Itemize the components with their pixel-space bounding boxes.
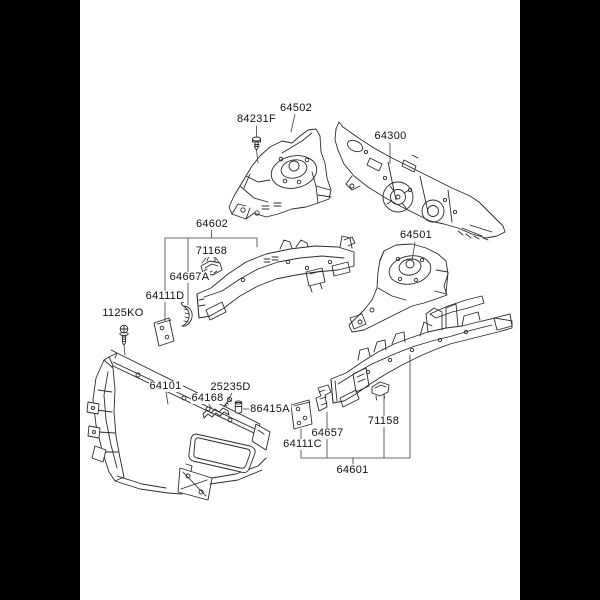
frame-rail-right-art bbox=[330, 295, 513, 408]
part-label-64657: 64657 bbox=[310, 427, 345, 439]
hook-64667A-art bbox=[180, 301, 193, 327]
part-label-64502: 64502 bbox=[278, 102, 314, 114]
part-label-64111C: 64111C bbox=[282, 438, 323, 450]
plate-64111C-art bbox=[290, 399, 313, 430]
fender-apron-left-art bbox=[228, 128, 332, 220]
bolt-1125KO-art bbox=[119, 324, 129, 346]
part-label-64101: 64101 bbox=[148, 380, 183, 392]
part-label-64300: 64300 bbox=[373, 130, 408, 142]
part-label-71168: 71168 bbox=[194, 245, 229, 257]
screw-25235D-art bbox=[223, 396, 233, 407]
part-label-64667A: 64667A bbox=[168, 271, 211, 283]
bolt-84231F-art bbox=[252, 136, 261, 151]
plate-64111D-art bbox=[153, 317, 175, 347]
part-label-64601: 64601 bbox=[335, 464, 370, 476]
bracket-64657-art bbox=[315, 384, 332, 412]
part-label-25235D: 25235D bbox=[209, 381, 252, 393]
part-label-86415A: 86415A bbox=[249, 403, 291, 415]
part-label-71158: 71158 bbox=[366, 415, 401, 427]
frame-rail-left-art bbox=[196, 235, 356, 321]
strip-64168-art bbox=[202, 407, 230, 419]
grommet-86415A-art bbox=[234, 400, 243, 414]
fender-apron-right-art bbox=[348, 243, 449, 333]
part-label-64168: 64168 bbox=[190, 392, 225, 404]
part-label-64501: 64501 bbox=[398, 229, 434, 241]
part-label-64111D: 64111D bbox=[144, 290, 186, 302]
part-label-84231F: 84231F bbox=[235, 113, 278, 125]
dash-panel-art bbox=[334, 121, 506, 241]
part-label-1125KO: 1125KO bbox=[101, 307, 145, 319]
part-label-64602: 64602 bbox=[194, 218, 230, 230]
clamp-71158-art bbox=[371, 381, 390, 401]
radiator-support-art bbox=[86, 349, 271, 501]
